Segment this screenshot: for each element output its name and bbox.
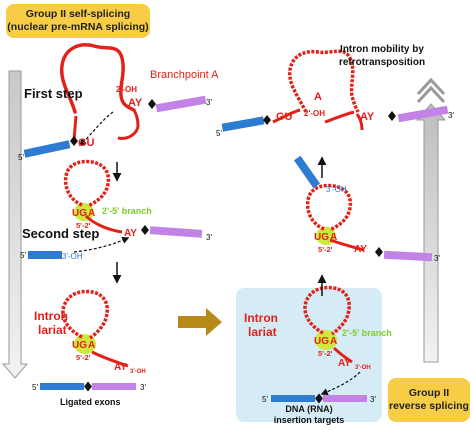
self-splicing-header: Group II self-splicing (nuclear pre-mRNA… [6,4,150,38]
inserted-intron-structure [221,49,449,132]
diamond-icon [388,111,396,121]
exon-5prime [293,155,321,189]
lariat-target-structure [271,285,367,404]
oh-2-label: 2'-OH [304,109,325,118]
header-line-1: Group II self-splicing [25,8,131,20]
second-step-structure [28,159,203,259]
footer-line-1: Group II [408,387,450,399]
linkage-label: 5'-2' [76,353,91,362]
ug-label: UG [72,340,87,351]
exon-3prime [397,105,449,123]
exon-5prime [28,251,62,259]
up-chevron-icon [415,77,447,363]
exon-5prime [221,116,265,132]
oh-3-label: 3'-OH [326,185,347,194]
ay-label: AY [360,111,375,123]
diamond-icon [141,225,149,235]
exon-3prime [149,226,203,238]
reverse-step-structure [293,155,433,262]
a-label: A [330,336,337,347]
ligated-exons-label: Ligated exons [60,397,121,407]
a-label: A [88,340,95,351]
branch-label: 2'-5' branch [102,206,152,216]
diamond-icon [84,381,92,392]
intron-lariat-label-1: Intron [34,309,68,323]
transition-arrow-icon [178,308,222,336]
first-step-label: First step [24,86,83,101]
diamond-icon [315,393,323,404]
exon-3prime [92,383,136,390]
intron-lariat-label-1: Intron [244,311,278,325]
intron-lariat-label-2: lariat [38,323,67,337]
gu-label: GU [276,111,293,123]
exon-5prime [23,140,71,158]
first-step-structure [23,43,207,158]
three-prime-label: 3' [434,254,440,263]
header-line-2: (nuclear pre-mRNA splicing) [7,21,149,33]
linkage-label: 5'-2' [318,245,333,254]
three-prime-label: 3' [140,383,146,392]
diamond-icon [148,99,156,109]
target-3prime [323,395,367,402]
five-prime-label: 5' [32,383,38,392]
intron-lariat-label-2: lariat [248,325,277,339]
footer-line-2: reverse splicing [389,400,469,412]
five-prime-label: 5' [18,153,24,162]
oh-2-label: 2'-OH [116,85,137,94]
sub-3oh-label: 3'-OH [355,365,371,371]
right-title-line-1: Intron mobility by [340,44,424,55]
right-title-line-2: retrotransposition [339,57,425,68]
ay-label: AY [338,358,351,369]
linkage-label: 5'-2' [318,349,333,358]
sub-3oh-label: 3'-OH [130,369,146,375]
five-prime-label: 5' [216,129,222,138]
diamond-icon [70,136,78,146]
three-prime-label: 3' [370,395,376,404]
branchpoint-label: Branchpoint A [150,69,219,81]
diamond-icon [375,247,383,257]
ug-label: UG [314,336,329,347]
linkage-label: 5'-2' [76,221,91,230]
exon-3prime [155,95,207,113]
a-label: A [314,91,322,103]
ay-label: AY [114,362,127,373]
step-arrows [112,156,327,296]
oh-3-label: 3'-OH [62,252,83,261]
insertion-label-2: insertion targets [274,415,345,425]
exon-3prime [383,250,433,262]
diamond-icon [263,115,271,125]
lariat-structure [40,289,136,392]
down-arrow-icon [1,70,29,379]
ug-label: UG [314,232,329,243]
insertion-label-1: DNA (RNA) [285,404,332,414]
second-step-label: Second step [22,226,99,241]
ay-label: AY [124,228,137,239]
target-5prime [271,395,315,402]
exon-5prime [40,383,84,390]
reverse-splicing-box: Group II reverse splicing [388,378,470,422]
a-label: A [88,208,95,219]
ay-label: AY [354,244,367,255]
gu-label: GU [78,137,95,149]
ug-label: UG [72,208,87,219]
branch-label: 2'-5' branch [342,328,392,338]
five-prime-label: 5' [20,251,26,260]
three-prime-label: 3' [448,111,454,120]
a-label: A [330,232,337,243]
ay-label: AY [128,97,143,109]
five-prime-label: 5' [262,395,268,404]
three-prime-label: 3' [206,98,212,107]
three-prime-label: 3' [206,233,212,242]
